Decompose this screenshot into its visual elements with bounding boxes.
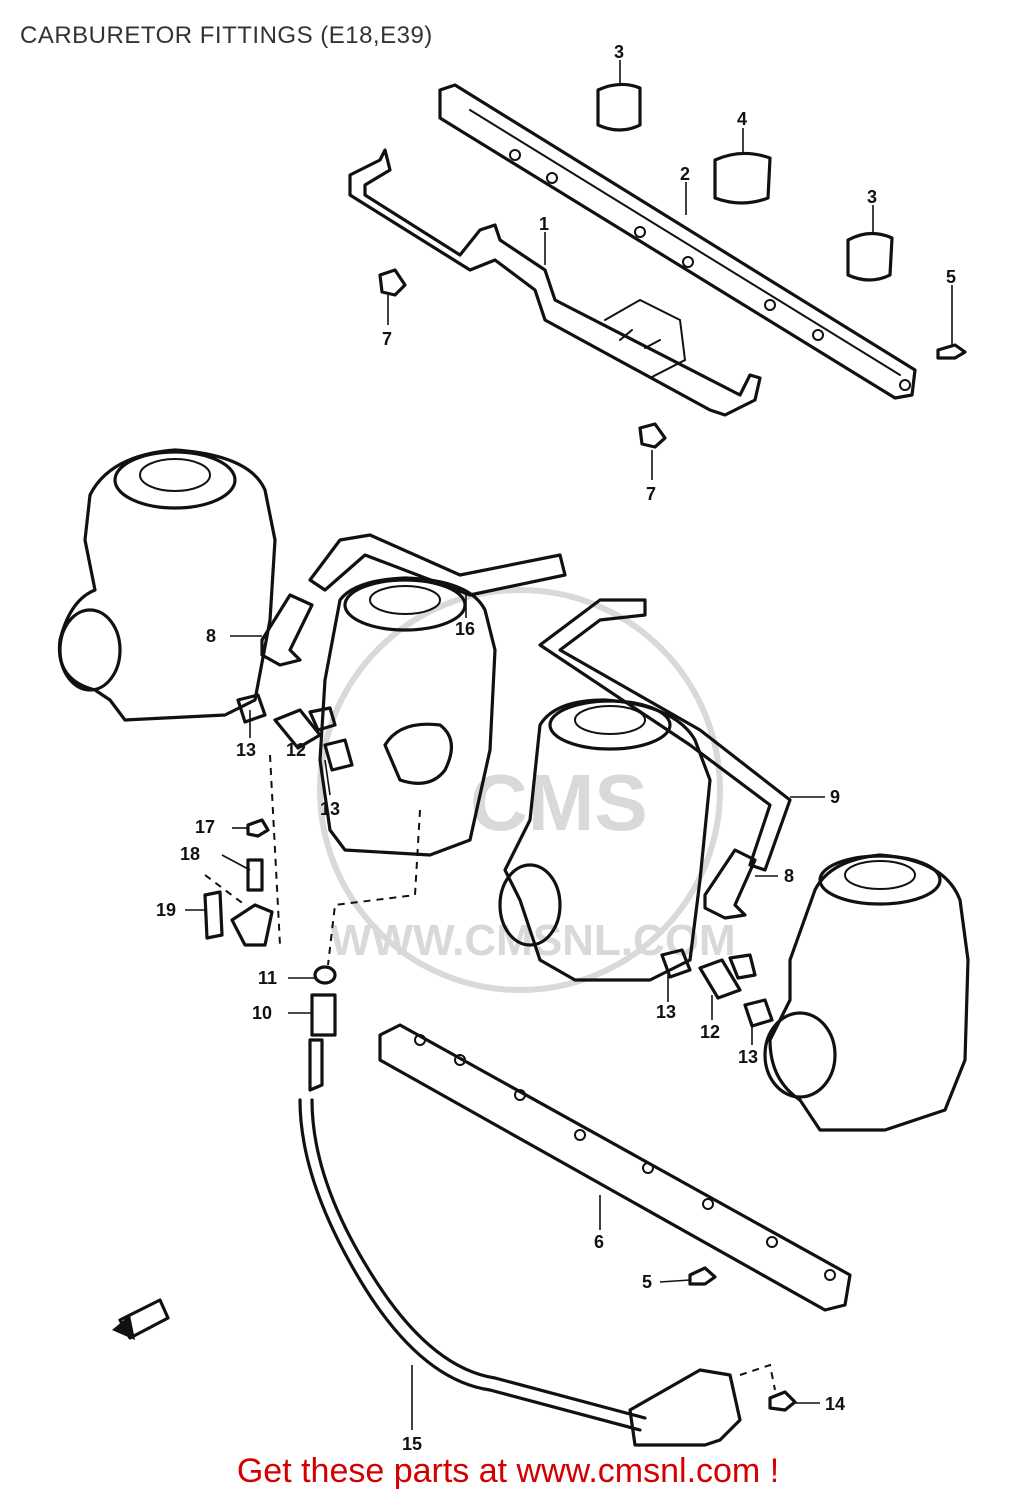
callout-12-a: 12 — [286, 740, 306, 760]
part-4-sleeve — [713, 151, 772, 205]
callout-9: 9 — [830, 787, 840, 807]
part-6-lower-rail — [378, 1023, 852, 1312]
callout-10: 10 — [252, 1003, 272, 1023]
callout-1: 1 — [539, 214, 549, 234]
page-title: CARBURETOR FITTINGS (E18,E39) — [20, 22, 433, 49]
part-3-sleeve-right — [846, 231, 894, 282]
callout-7-lower: 7 — [646, 484, 656, 504]
callouts: 3 4 2 3 1 5 7 7 8 16 13 12 13 9 17 18 19… — [156, 42, 956, 1454]
part-1-bracket — [348, 148, 762, 417]
callout-4: 4 — [737, 109, 747, 129]
part-13-nozzle-d — [743, 998, 774, 1028]
callout-5-top: 5 — [946, 267, 956, 287]
callout-3-top: 3 — [614, 42, 624, 62]
part-13-nozzle-b — [323, 738, 354, 772]
carburetor-2 — [318, 576, 497, 857]
callout-16: 16 — [455, 619, 475, 639]
part-13-nozzle-c — [660, 948, 692, 979]
callout-5-bottom: 5 — [642, 1272, 652, 1292]
callout-11: 11 — [258, 968, 277, 988]
callout-6: 6 — [594, 1232, 604, 1252]
part-8-fitting-left — [260, 593, 314, 667]
part-12-nozzle-a — [273, 706, 337, 750]
direction-arrow-icon — [112, 1298, 170, 1340]
callout-13-c: 13 — [656, 1002, 676, 1022]
part-8-fitting-right — [703, 848, 757, 920]
callout-13-b: 13 — [320, 799, 340, 819]
part-5-screw-top — [936, 343, 967, 360]
callout-17: 17 — [195, 817, 215, 837]
callout-12-b: 12 — [700, 1022, 720, 1042]
part-17-screw — [246, 818, 270, 838]
part-7-clip-lower — [638, 422, 667, 449]
part-5-screw-bottom — [688, 1266, 717, 1286]
callout-18: 18 — [180, 844, 200, 864]
carburetor-1 — [57, 448, 277, 722]
callout-3-right: 3 — [867, 187, 877, 207]
part-16-hose — [308, 533, 567, 597]
carburetor-4 — [763, 853, 970, 1132]
leader-lines — [185, 60, 953, 1430]
part-7-clip-upper — [378, 268, 407, 297]
callout-2: 2 — [680, 164, 690, 184]
part-9-hose — [538, 598, 792, 872]
callout-13-d: 13 — [738, 1047, 758, 1067]
part-11-ring — [313, 965, 337, 985]
part-10-spring — [310, 993, 337, 1037]
part-18-washer — [246, 858, 264, 892]
callout-14: 14 — [825, 1394, 845, 1414]
callout-8-right: 8 — [784, 866, 794, 886]
callout-19: 19 — [156, 900, 176, 920]
part-12-nozzle-b — [698, 953, 757, 1000]
part-3-sleeve-top — [596, 82, 642, 132]
footer-link[interactable]: Get these parts at www.cmsnl.com ! — [236, 1452, 780, 1490]
callout-8-left: 8 — [206, 626, 216, 646]
bracket-plate — [230, 903, 274, 947]
part-14-screw — [768, 1390, 797, 1412]
callout-15: 15 — [402, 1434, 422, 1454]
part-2-upper-plate — [438, 83, 917, 400]
part-15-cable — [298, 1038, 742, 1447]
part-19-spring — [203, 890, 224, 940]
watermark-logo: CMS — [470, 758, 648, 847]
carburetor-3 — [498, 698, 712, 982]
watermark: WWW.CMSNL.COM CMS — [317, 587, 736, 993]
callout-7-upper: 7 — [382, 329, 392, 349]
part-13-nozzle-a — [236, 693, 267, 724]
callout-13-a: 13 — [236, 740, 256, 760]
